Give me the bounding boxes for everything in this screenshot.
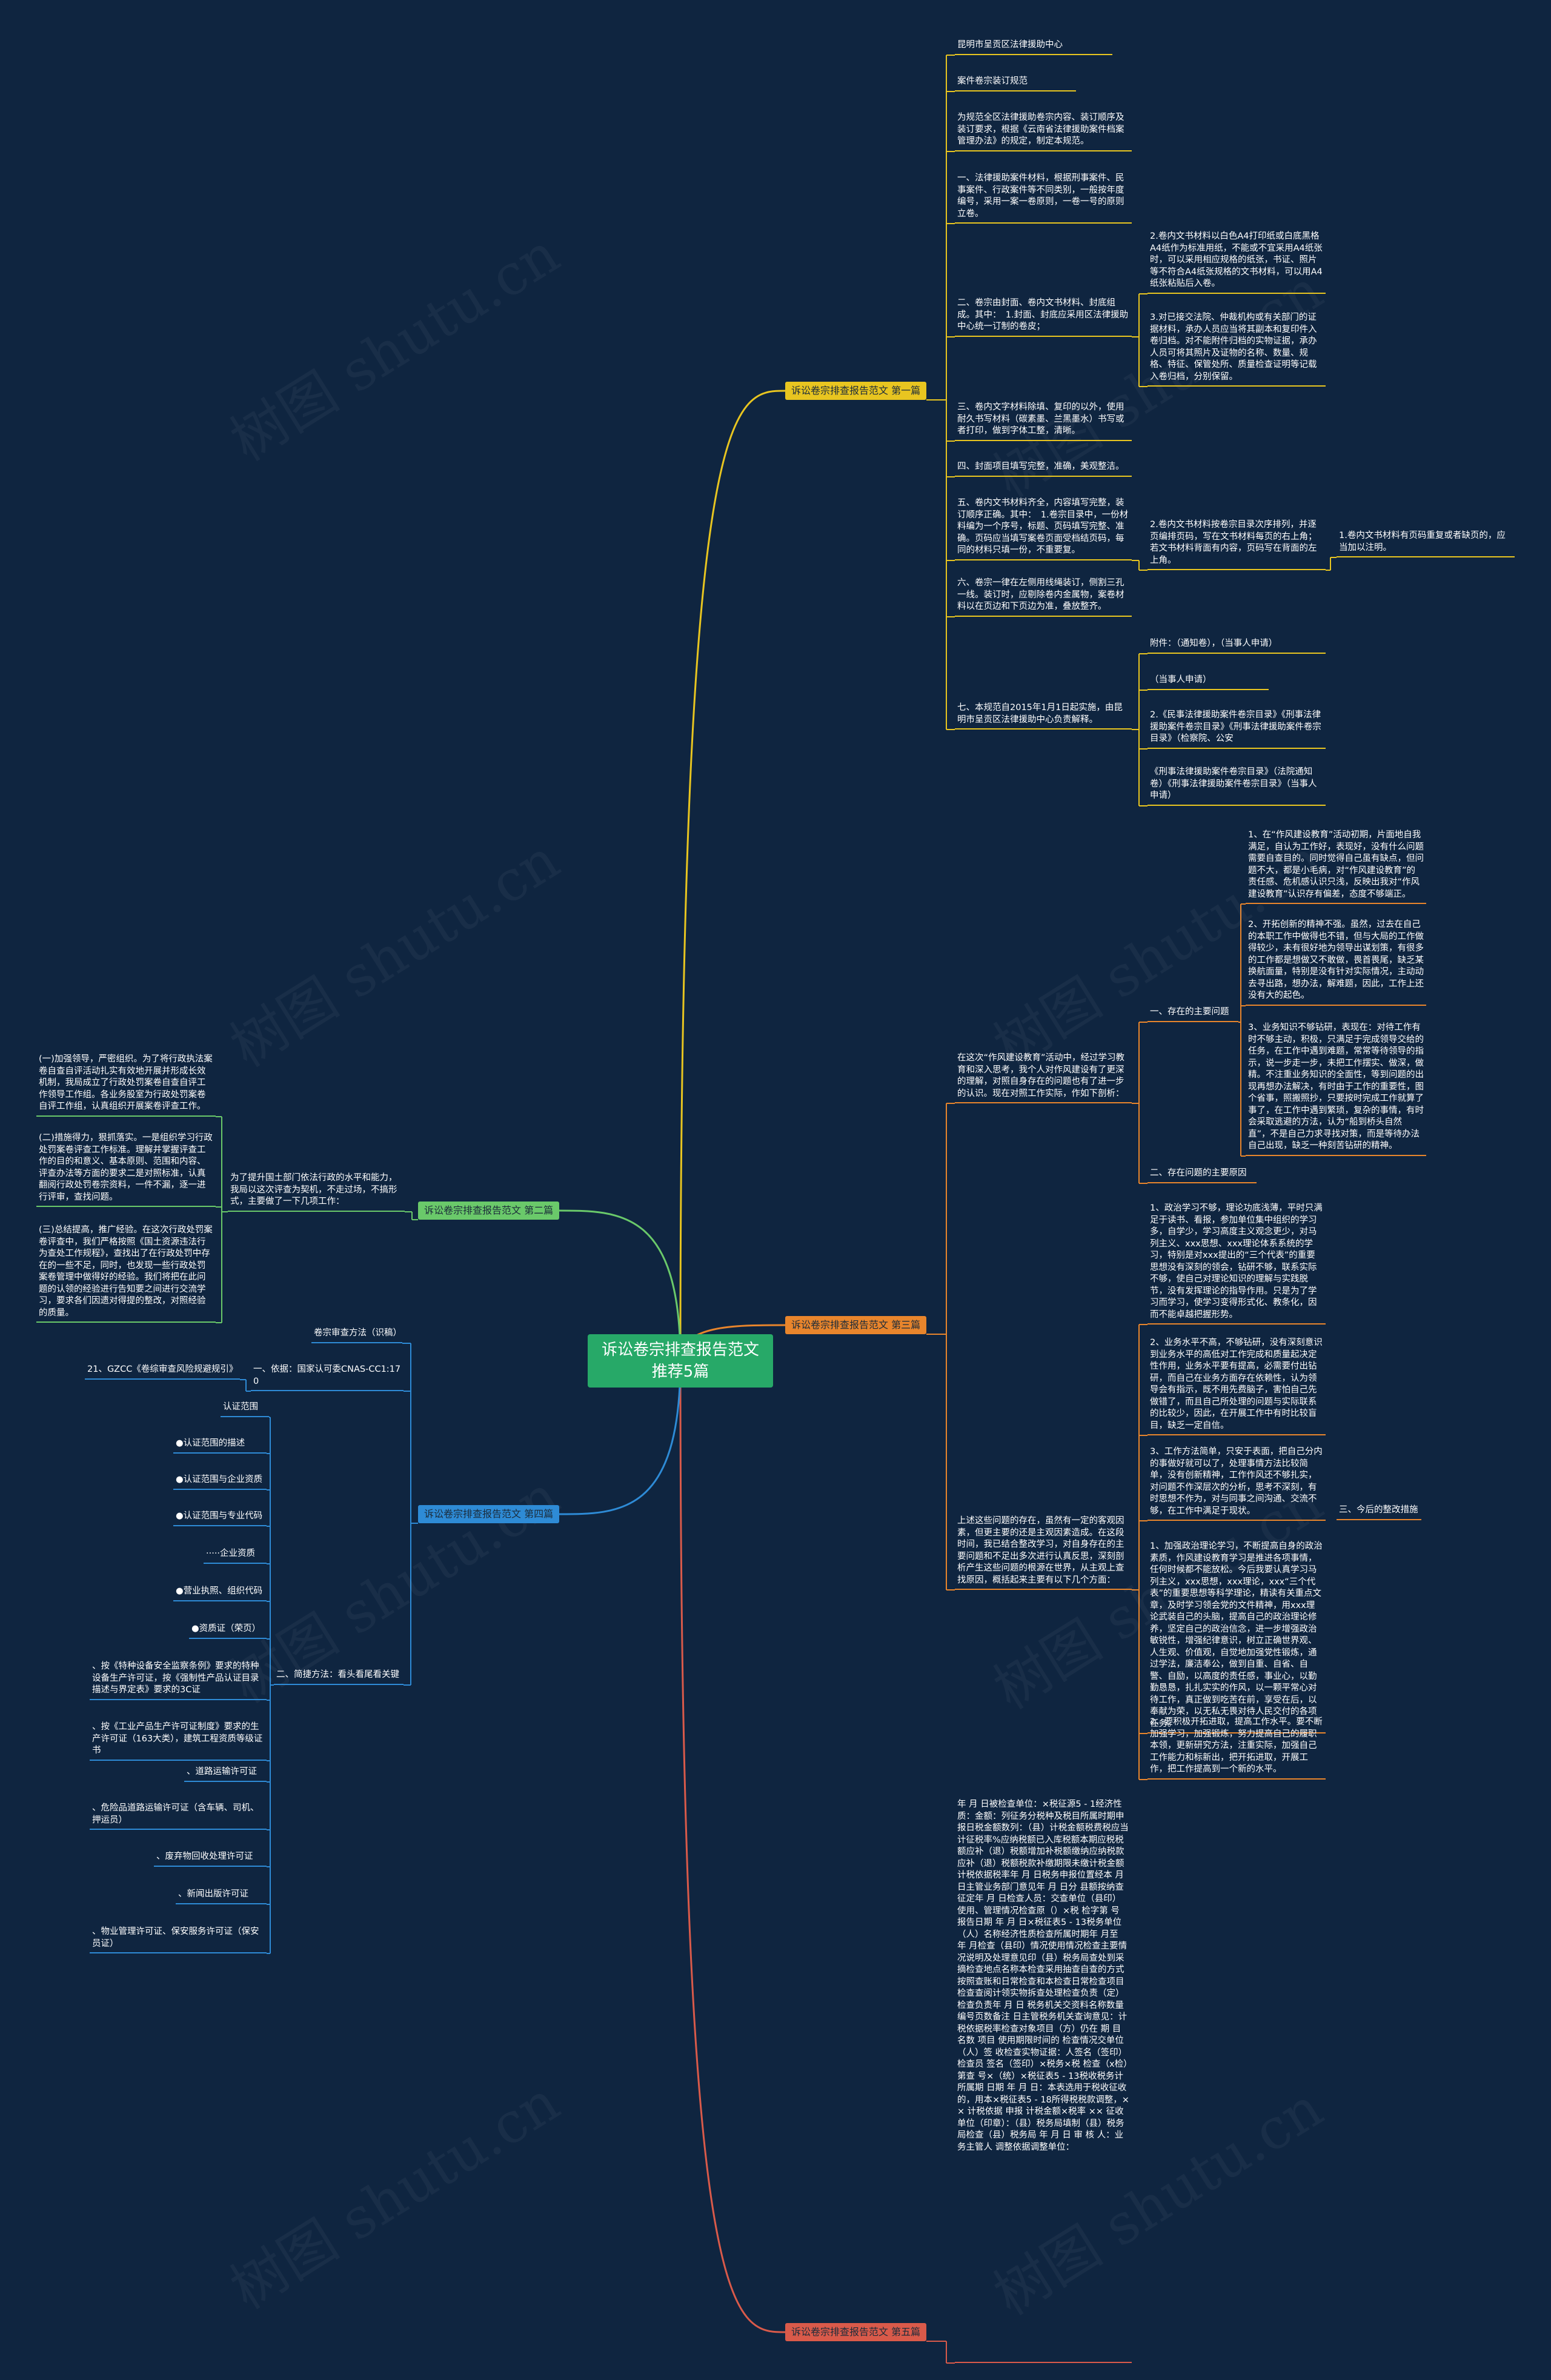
b3-point[interactable]: 1、政治学习不够，理论功底浅薄，平时只满足于读书、看报，参加单位集中组织的学习多… bbox=[1147, 1201, 1326, 1325]
b3-point[interactable]: 1、加强政治理论学习，不断提高自身的政治素质，作风建设教育学习是推进各项事情，任… bbox=[1147, 1539, 1326, 1733]
connector bbox=[679, 390, 786, 1361]
b2-item[interactable]: (三)总结提高，推广经验。在这次行政处罚案卷评查中，我们严格按照《国土资源违法行… bbox=[36, 1223, 216, 1323]
b4-scope-item[interactable]: ●认证范围的描述 bbox=[173, 1436, 267, 1454]
b4-license[interactable]: 、新闻出版许可证 bbox=[176, 1887, 267, 1904]
connector bbox=[559, 1209, 682, 1361]
b3-point[interactable]: 2、开拓创新的精神不强。虽然，过去在自己的本职工作中做得也不错，但与大局的工作做… bbox=[1246, 917, 1426, 1006]
b3-section[interactable]: 一、存在的主要问题 bbox=[1147, 1005, 1238, 1022]
b1-item[interactable]: 六、卷宗一律在左侧用线绳装订，侧割三孔一线。装订时，应剔除卷内金属物，案卷材料以… bbox=[955, 576, 1132, 617]
b4-scope-item[interactable]: ●认证范围与企业资质 bbox=[173, 1472, 267, 1490]
b4-scope-item[interactable]: ●资质证（荣页） bbox=[189, 1621, 267, 1639]
b3-point[interactable]: 3、工作方法简单，只安于表面，把自己分内的事做好就可以了，处理事情方法比较简单，… bbox=[1147, 1444, 1326, 1521]
b4-scope-item[interactable]: ·····企业资质 bbox=[204, 1546, 267, 1564]
b1-subitem[interactable]: 1.卷内文书材料有页码重复或者缺页的，应当加以注明。 bbox=[1337, 528, 1515, 557]
b1-item[interactable]: 一、法律援助案件材料，根据刑事案件、民事案件、行政案件等不同类别，一般按年度编号… bbox=[955, 171, 1132, 224]
b1-subitem[interactable]: 3.对已接交法院、仲裁机构或有关部门的证据材料，承办人员应当将其副本和复印件入卷… bbox=[1147, 310, 1326, 387]
b3-point[interactable]: 2、业务水平不高，不够钻研，没有深刻意识到业务水平的高低对工作完成和质量起决定性… bbox=[1147, 1335, 1326, 1435]
b4-scope-title[interactable]: 认证范围 bbox=[221, 1400, 269, 1417]
b3-section[interactable]: 二、存在问题的主要原因 bbox=[1147, 1166, 1257, 1183]
b1-item[interactable]: 三、卷内文字材料除填、复印的以外，使用耐久书写材料（碳素墨、兰黑墨水）书写或者打… bbox=[955, 400, 1132, 441]
b1-subitem[interactable]: 2.《民事法律援助案件卷宗目录》《刑事法律援助案件卷宗目录》《刑事法律援助案件卷… bbox=[1147, 708, 1326, 749]
b1-item[interactable]: 五、卷内文书材料齐全，内容填写完整，装订顺序正确。其中： 1.卷宗目录中，一份材… bbox=[955, 496, 1132, 560]
b3-intro[interactable]: 在这次“作风建设教育”活动中，经过学习教育和深入思考，我个人对作风建设有了更深的… bbox=[955, 1051, 1132, 1103]
b1-item[interactable]: 案件卷宗装订规范 bbox=[955, 74, 1076, 91]
connector bbox=[559, 1360, 682, 1515]
b1-item[interactable]: 昆明市呈贡区法律援助中心 bbox=[955, 38, 1112, 55]
branch-4-title[interactable]: 诉讼卷宗排查报告范文 第四篇 bbox=[418, 1505, 560, 1523]
b3-point[interactable]: 1、在“作风建设教育”活动初期，片面地自我满足，自认为工作好，表现好，没有什么问… bbox=[1246, 828, 1426, 904]
b4-license[interactable]: 、物业管理许可证、保安服务许可证（保安员证） bbox=[90, 1924, 267, 1953]
b4-license[interactable]: 、废弃物回收处理许可证 bbox=[154, 1849, 267, 1867]
b2-intro[interactable]: 为了提升国土部门依法行政的水平和能力，我局以这次评查为契机，不走过场，不搞形式，… bbox=[228, 1171, 405, 1212]
b4-section[interactable]: 一、依据：国家认可委CNAS-CC1:170 bbox=[251, 1362, 404, 1391]
b3-point[interactable]: 2、要积极开拓进取，提高工作水平。要不断加强学习，加强锻炼，努力提高自己的履职本… bbox=[1147, 1715, 1326, 1780]
b2-item[interactable]: (二)措施得力，狠抓落实。一是组织学习行政处罚案卷评查工作标准。理解并掌握评查工… bbox=[36, 1131, 216, 1207]
b1-item[interactable]: 七、本规范自2015年1月1日起实施，由昆明市呈贡区法律援助中心负责解释。 bbox=[955, 700, 1132, 730]
b1-item[interactable]: 为规范全区法律援助卷宗内容、装订顺序及装订要求，根据《云南省法律援助案件档案管理… bbox=[955, 110, 1132, 151]
b3-point[interactable]: 3、业务知识不够钻研，表现在：对待工作有时不够主动，积极，只满足于完成领导交给的… bbox=[1246, 1020, 1426, 1156]
b1-subitem[interactable]: （当事人申请） bbox=[1147, 673, 1269, 690]
branch-2-title[interactable]: 诉讼卷宗排查报告范文 第二篇 bbox=[418, 1202, 560, 1220]
branch-5-title[interactable]: 诉讼卷宗排查报告范文 第五篇 bbox=[785, 2323, 927, 2341]
b3-section[interactable]: 三、今后的整改措施 bbox=[1337, 1503, 1421, 1520]
b4-license[interactable]: 、按《工业产品生产许可证制度》要求的生产许可证（163大类），建筑工程资质等级证… bbox=[90, 1720, 267, 1761]
root-topic[interactable]: 诉讼卷宗排查报告范文推荐5篇 bbox=[588, 1334, 773, 1388]
b4-scope-item[interactable]: ●营业执照、组织代码 bbox=[173, 1584, 267, 1601]
b4-license[interactable]: 、危险品道路运输许可证（含车辆、司机、押运员） bbox=[90, 1801, 267, 1830]
b1-item[interactable]: 四、封面项目填写完整，准确，美观整洁。 bbox=[955, 459, 1132, 477]
b4-section[interactable]: 二、简捷方法：看头看尾看关键 bbox=[274, 1667, 404, 1685]
b3-analysis[interactable]: 上述这些问题的存在，虽然有一定的客观因素，但更主要的还是主观因素造成。在这段时间… bbox=[955, 1514, 1132, 1590]
b4-head[interactable]: 卷宗审查方法（识稿） bbox=[311, 1326, 402, 1343]
b5-body[interactable]: 年 月 日被检查单位：×税征源5 - 1经济性质：金额：列征务分税种及税目所属时… bbox=[955, 1797, 1132, 2363]
b1-subitem[interactable]: 《刑事法律援助案件卷宗目录》（法院通知卷）《刑事法律援助案件卷宗目录》（当事人申… bbox=[1147, 765, 1326, 806]
b1-subitem[interactable]: 2.卷内文书材料以白色A4打印纸或白底黑格A4纸作为标准用纸，不能或不宜采用A4… bbox=[1147, 229, 1326, 294]
b2-item[interactable]: (一)加强领导，严密组织。为了将行政执法案卷自查自评活动扎实有效地开展并形成长效… bbox=[36, 1052, 216, 1117]
b4-license[interactable]: 、按《特种设备安全监察条例》要求的特种设备生产许可证，按《强制性产品认证目录描述… bbox=[90, 1659, 267, 1700]
b4-license[interactable]: 、道路运输许可证 bbox=[184, 1764, 267, 1782]
connector bbox=[679, 1360, 786, 2333]
branch-1-title[interactable]: 诉讼卷宗排查报告范文 第一篇 bbox=[785, 382, 927, 400]
b4-scope-item[interactable]: ●认证范围与专业代码 bbox=[173, 1509, 267, 1526]
b1-subitem[interactable]: 附件：（通知卷），（当事人申请） bbox=[1147, 636, 1326, 654]
b4-subitem[interactable]: 21、GZCC《卷综审查风险规避规引》 bbox=[85, 1362, 240, 1380]
b1-item[interactable]: 二、卷宗由封面、卷内文书材料、封底组成。其中： 1.封面、封底应采用区法律援助中… bbox=[955, 296, 1132, 337]
b1-subitem[interactable]: 2.卷内文书材料按卷宗目录次序排列，并逐页编排页码，写在文书材料每页的右上角；若… bbox=[1147, 517, 1326, 570]
branch-3-title[interactable]: 诉讼卷宗排查报告范文 第三篇 bbox=[785, 1316, 927, 1334]
